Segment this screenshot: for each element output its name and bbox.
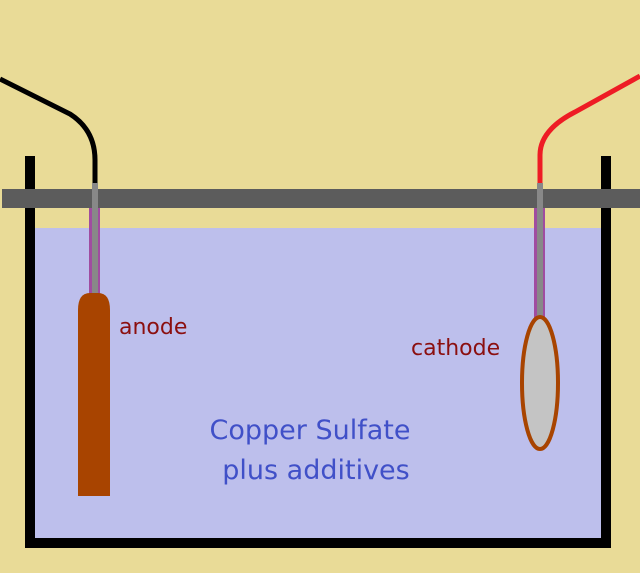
anode-electrode: [78, 293, 110, 496]
support-bar: [2, 189, 640, 208]
anode-rod: [92, 183, 98, 295]
tank-left-wall: [25, 156, 35, 548]
cathode-rod: [537, 183, 543, 318]
cathode-wire: [537, 73, 640, 185]
cathode-label: cathode: [411, 336, 500, 361]
solution: [34, 228, 602, 540]
solution-label-line2: plus additives: [222, 455, 409, 486]
tank-bottom: [25, 538, 611, 548]
solution-label-line1: Copper Sulfate: [210, 415, 411, 446]
tank-right-wall: [601, 156, 611, 548]
anode-wire: [0, 76, 98, 185]
anode-label: anode: [119, 315, 187, 340]
cathode-electrode: [520, 315, 560, 451]
